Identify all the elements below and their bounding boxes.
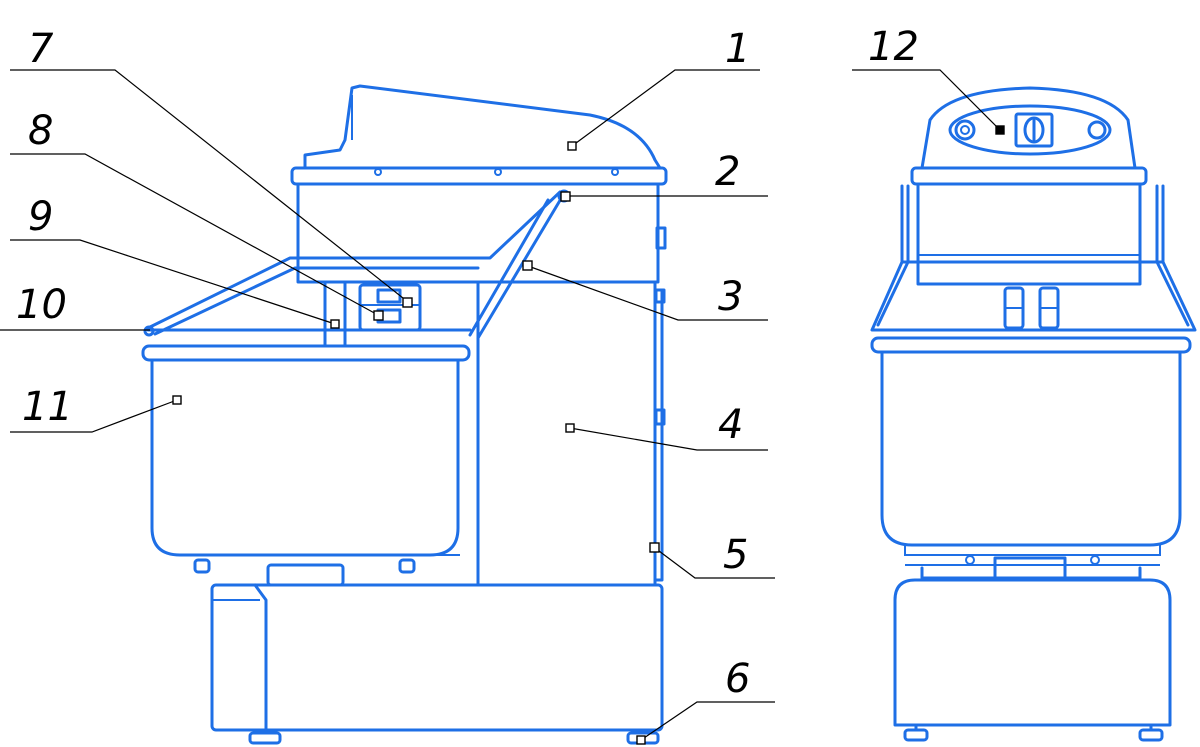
front-view <box>870 86 1197 742</box>
callout-1-label: 1 <box>725 26 750 72</box>
callout-2-label: 2 <box>715 149 740 195</box>
base-feet <box>248 728 660 745</box>
callout-11-label: 11 <box>22 384 73 430</box>
bowl-guard <box>143 189 571 340</box>
bowl-turntable <box>180 554 460 587</box>
callout-3: 3 <box>522 260 768 321</box>
callout-1: 1 <box>567 26 760 151</box>
callout-11: 11 <box>10 384 182 433</box>
column-body <box>476 280 666 587</box>
callout-9-label: 9 <box>28 194 53 240</box>
front-bowl <box>870 336 1192 566</box>
callout-9: 9 <box>10 194 340 329</box>
callout-3-label: 3 <box>718 274 743 320</box>
top-cover <box>303 84 662 170</box>
callout-5-label: 5 <box>723 532 748 578</box>
front-head-dome <box>920 86 1137 170</box>
front-head-housing <box>910 166 1148 286</box>
callout-7: 7 <box>10 26 413 308</box>
callout-2: 2 <box>560 149 768 202</box>
callout-5: 5 <box>649 532 775 579</box>
callout-10: 10 <box>0 282 150 331</box>
callout-12: 12 <box>852 24 1005 135</box>
callout-6-label: 6 <box>725 656 750 702</box>
callout-8: 8 <box>10 108 384 321</box>
callout-8-label: 8 <box>28 108 53 154</box>
callout-6: 6 <box>636 656 775 745</box>
callout-7-label: 7 <box>28 26 54 72</box>
front-bowl-guard <box>870 184 1197 332</box>
bowl <box>141 344 471 557</box>
front-spiral-drive <box>1003 286 1060 330</box>
spiral-drive <box>323 280 422 347</box>
callouts: 1 2 3 4 5 6 <box>0 24 1005 745</box>
callout-12-label: 12 <box>868 24 919 70</box>
callout-4: 4 <box>565 402 768 451</box>
head-housing <box>290 166 668 284</box>
callout-4-label: 4 <box>718 402 743 448</box>
side-view <box>141 84 668 745</box>
front-base <box>893 556 1172 742</box>
base-housing <box>210 583 664 732</box>
callout-10-label: 10 <box>16 282 67 328</box>
